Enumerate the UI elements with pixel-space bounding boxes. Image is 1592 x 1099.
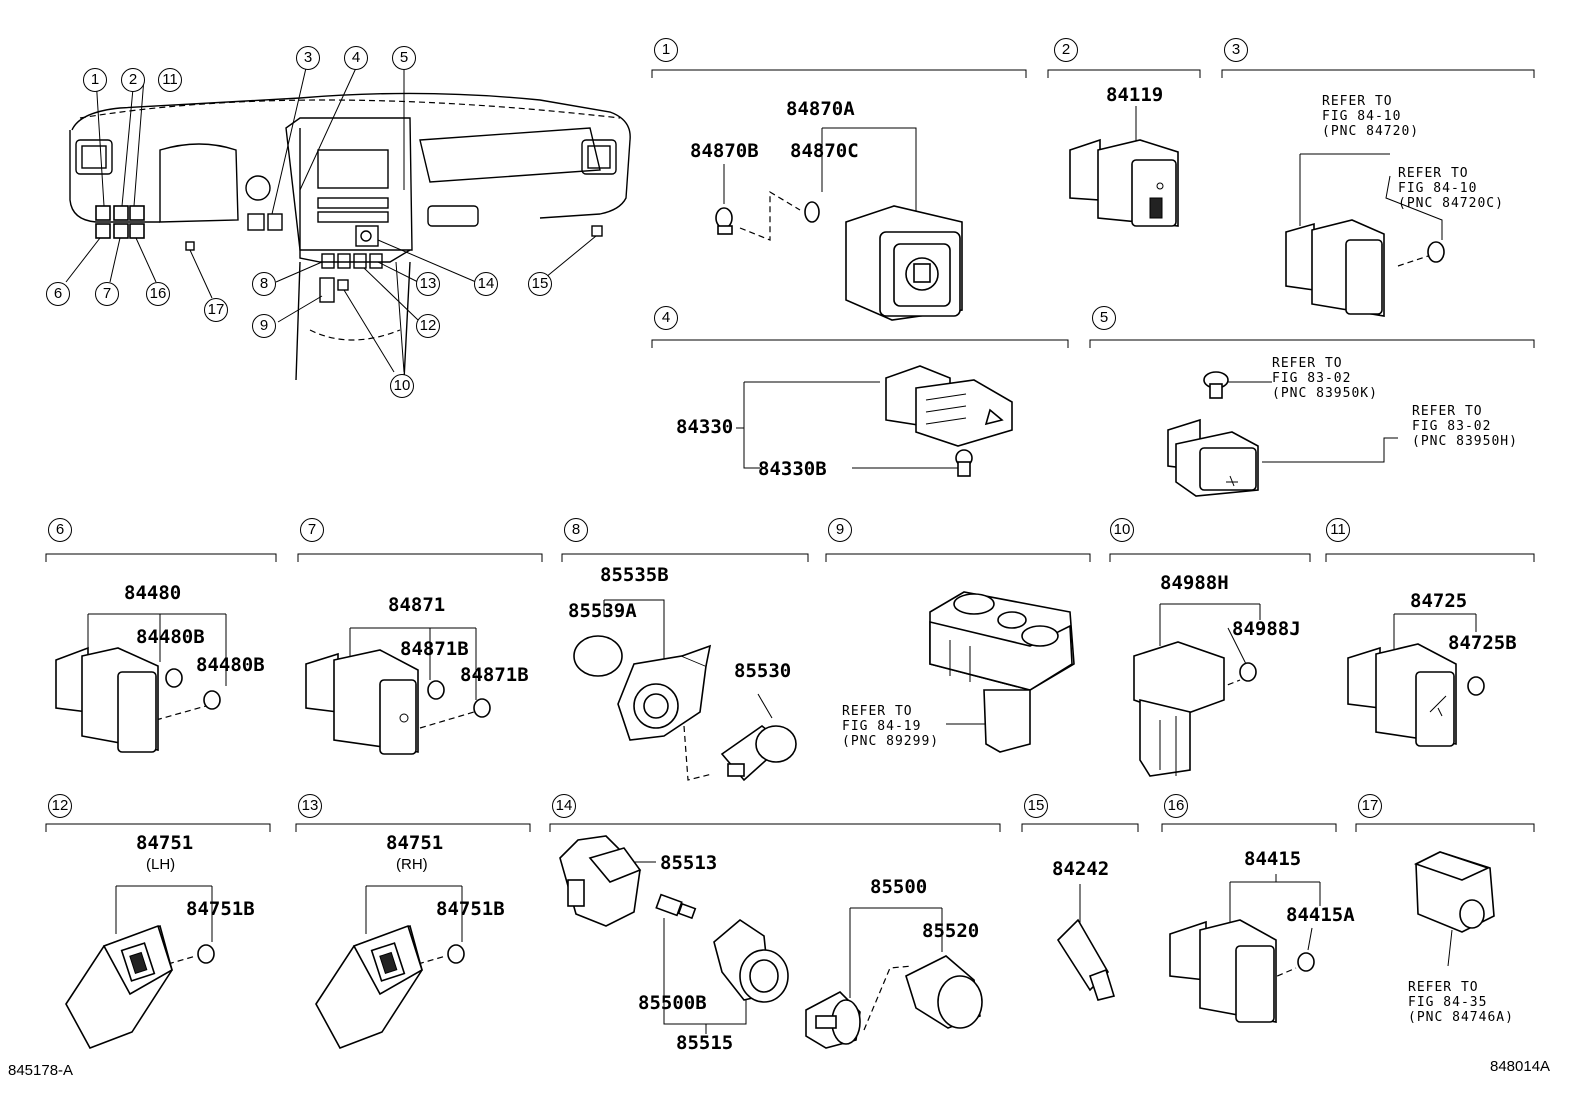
part-number-84330: 84330 bbox=[676, 416, 734, 438]
part-number-84871b-1: 84871B bbox=[400, 638, 469, 660]
section-15-callout: 15 bbox=[1024, 794, 1048, 818]
part-number-84870a: 84870A bbox=[786, 98, 855, 120]
callout-8: 8 bbox=[252, 272, 276, 296]
part-14-drawing bbox=[559, 835, 983, 1049]
part-number-84751-rh: 84751 bbox=[386, 832, 444, 854]
callout-5: 5 bbox=[392, 46, 416, 70]
callout-6: 6 bbox=[46, 282, 70, 306]
part-3-drawing bbox=[1285, 153, 1445, 317]
callout-14: 14 bbox=[474, 272, 498, 296]
part-number-84751b-rh: 84751B bbox=[436, 898, 505, 920]
part-number-84871: 84871 bbox=[388, 594, 446, 616]
part-17-drawing bbox=[1413, 851, 1495, 967]
part-number-84870c: 84870C bbox=[790, 140, 859, 162]
part-12-drawing bbox=[65, 885, 215, 1049]
callout-17: 17 bbox=[204, 298, 228, 322]
part-number-85515: 85515 bbox=[676, 1032, 734, 1054]
section-5-callout: 5 bbox=[1092, 306, 1116, 330]
section-14-callout: 14 bbox=[552, 794, 576, 818]
part-number-84988h: 84988H bbox=[1160, 572, 1229, 594]
refer-note-5a: REFER TO FIG 83-02 (PNC 83950K) bbox=[1272, 356, 1378, 401]
part-number-84751-lh: 84751 bbox=[136, 832, 194, 854]
part-5-drawing bbox=[1167, 371, 1398, 497]
section-brackets bbox=[45, 69, 1535, 832]
part-7-drawing bbox=[305, 627, 491, 755]
part-number-84870b: 84870B bbox=[690, 140, 759, 162]
callout-12: 12 bbox=[416, 314, 440, 338]
side-label-lh: (LH) bbox=[146, 856, 176, 873]
part-15-drawing bbox=[1056, 884, 1116, 1001]
part-number-84988j: 84988J bbox=[1232, 618, 1301, 640]
refer-note-3b: REFER TO FIG 84-10 (PNC 84720C) bbox=[1398, 166, 1504, 211]
section-12-callout: 12 bbox=[48, 794, 72, 818]
sheet-code-left: 845178-A bbox=[8, 1062, 74, 1079]
side-label-rh: (RH) bbox=[396, 856, 428, 873]
part-number-84725b: 84725B bbox=[1448, 632, 1517, 654]
part-number-85513: 85513 bbox=[660, 852, 718, 874]
part-number-84242: 84242 bbox=[1052, 858, 1110, 880]
part-number-84415: 84415 bbox=[1244, 848, 1302, 870]
callout-4: 4 bbox=[344, 46, 368, 70]
refer-note-9: REFER TO FIG 84-19 (PNC 89299) bbox=[842, 704, 940, 749]
part-1-drawing bbox=[715, 127, 963, 321]
part-number-84480b-1: 84480B bbox=[136, 626, 205, 648]
part-9-drawing bbox=[929, 591, 1075, 753]
section-11-callout: 11 bbox=[1326, 518, 1350, 542]
part-13-drawing bbox=[315, 885, 465, 1049]
callout-13: 13 bbox=[416, 272, 440, 296]
part-number-85500: 85500 bbox=[870, 876, 928, 898]
refer-note-17: REFER TO FIG 84-35 (PNC 84746A) bbox=[1408, 980, 1514, 1025]
part-8-drawing bbox=[573, 599, 797, 782]
refer-note-3a: REFER TO FIG 84-10 (PNC 84720) bbox=[1322, 94, 1420, 139]
section-2-callout: 2 bbox=[1054, 38, 1078, 62]
part-number-84480b-2: 84480B bbox=[196, 654, 265, 676]
part-number-84415a: 84415A bbox=[1286, 904, 1355, 926]
section-8-callout: 8 bbox=[564, 518, 588, 542]
part-number-85530: 85530 bbox=[734, 660, 792, 682]
section-1-callout: 1 bbox=[654, 38, 678, 62]
section-10-callout: 10 bbox=[1110, 518, 1134, 542]
section-17-callout: 17 bbox=[1358, 794, 1382, 818]
part-number-85500b: 85500B bbox=[638, 992, 707, 1014]
callout-7: 7 bbox=[95, 282, 119, 306]
part-number-84871b-2: 84871B bbox=[460, 664, 529, 686]
section-13-callout: 13 bbox=[298, 794, 322, 818]
part-11-drawing bbox=[1347, 613, 1485, 747]
section-16-callout: 16 bbox=[1164, 794, 1188, 818]
part-number-85520: 85520 bbox=[922, 920, 980, 942]
sheet-code-right: 848014A bbox=[1490, 1058, 1551, 1075]
part-2-drawing bbox=[1069, 106, 1179, 227]
section-6-callout: 6 bbox=[48, 518, 72, 542]
part-4-drawing bbox=[736, 365, 1013, 477]
part-number-85535b: 85535B bbox=[600, 564, 669, 586]
part-number-84330b: 84330B bbox=[758, 458, 827, 480]
part-10-drawing bbox=[1133, 603, 1261, 777]
callout-16: 16 bbox=[146, 282, 170, 306]
dashboard-overview bbox=[65, 67, 631, 381]
callout-11: 11 bbox=[158, 68, 182, 92]
callout-10: 10 bbox=[390, 374, 414, 398]
part-number-84119: 84119 bbox=[1106, 84, 1164, 106]
callout-9: 9 bbox=[252, 314, 276, 338]
section-9-callout: 9 bbox=[828, 518, 852, 542]
section-7-callout: 7 bbox=[300, 518, 324, 542]
callout-3: 3 bbox=[296, 46, 320, 70]
callout-2: 2 bbox=[121, 68, 145, 92]
refer-note-5b: REFER TO FIG 83-02 (PNC 83950H) bbox=[1412, 404, 1518, 449]
callout-1: 1 bbox=[83, 68, 107, 92]
section-4-callout: 4 bbox=[654, 306, 678, 330]
part-number-85539a: 85539A bbox=[568, 600, 637, 622]
part-number-84725: 84725 bbox=[1410, 590, 1468, 612]
section-3-callout: 3 bbox=[1224, 38, 1248, 62]
callout-15: 15 bbox=[528, 272, 552, 296]
part-16-drawing bbox=[1169, 874, 1321, 1023]
part-number-84480: 84480 bbox=[124, 582, 182, 604]
part-number-84751b-lh: 84751B bbox=[186, 898, 255, 920]
part-6-drawing bbox=[55, 613, 227, 753]
